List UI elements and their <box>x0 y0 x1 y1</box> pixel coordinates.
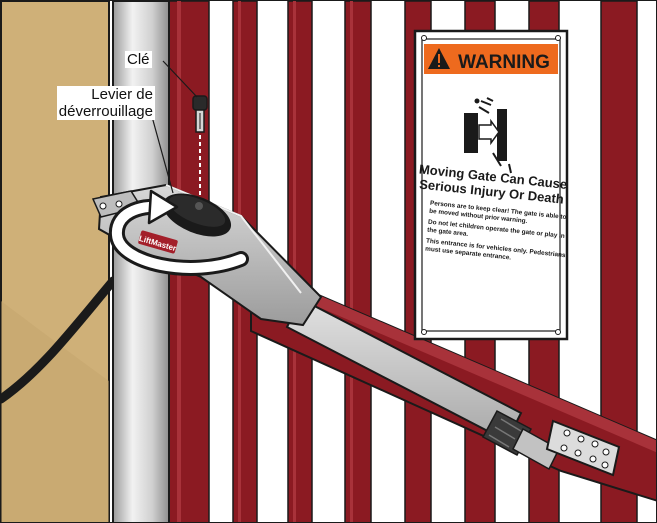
key-callout: Clé <box>125 51 152 68</box>
release-lever-callout-line1: Levier de <box>59 86 153 103</box>
warning-header-text: WARNING <box>458 52 550 73</box>
warning-sign: WARNING Moving Gate Can Cause Serious In… <box>411 31 575 339</box>
release-lever-callout: Levier de déverrouillage <box>57 86 155 120</box>
release-lever-callout-line2: déverrouillage <box>59 103 153 120</box>
